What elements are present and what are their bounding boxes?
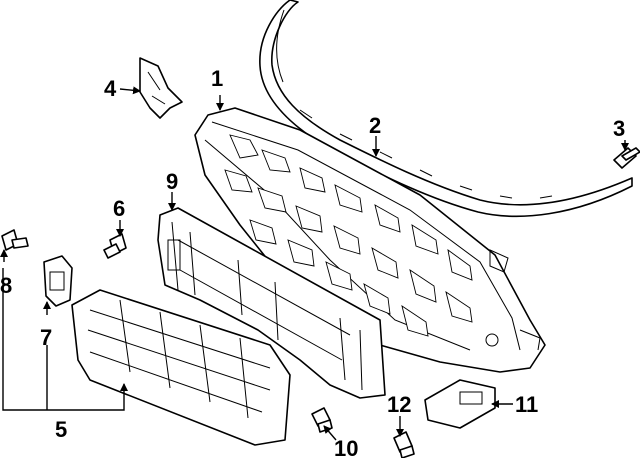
bolt-part-3 [613, 147, 640, 169]
carrier-part-9 [157, 207, 386, 399]
callout-12: 12 [387, 392, 411, 417]
callout-3: 3 [613, 116, 625, 141]
bracket-part-4 [139, 57, 183, 119]
callout-11: 11 [515, 392, 538, 417]
callout-labels: 1 2 3 4 5 6 7 8 9 10 11 12 [0, 66, 625, 458]
module-part-11 [424, 379, 496, 429]
bolt-part-10 [311, 407, 333, 433]
upper-molding-part-2 [259, 0, 633, 218]
bolt-part-8 [1, 229, 29, 251]
callout-4: 4 [104, 76, 117, 101]
leader-5a [2, 268, 128, 411]
callout-9: 9 [166, 169, 178, 194]
bolt-part-12 [393, 431, 415, 458]
air-deflector-part-5 [71, 289, 291, 446]
bolt-part-6 [103, 233, 127, 259]
callout-1: 1 [211, 66, 223, 91]
sensor-part-7 [43, 255, 73, 307]
callout-5: 5 [55, 417, 67, 442]
leader-lines [0, 86, 629, 441]
callout-6: 6 [113, 196, 125, 221]
callout-10: 10 [334, 436, 358, 458]
callout-7: 7 [40, 325, 52, 350]
leader-4 [119, 86, 141, 95]
grille-part-1 [194, 107, 546, 373]
leader-10 [323, 425, 337, 441]
callout-8: 8 [0, 273, 12, 298]
callout-2: 2 [369, 113, 381, 138]
